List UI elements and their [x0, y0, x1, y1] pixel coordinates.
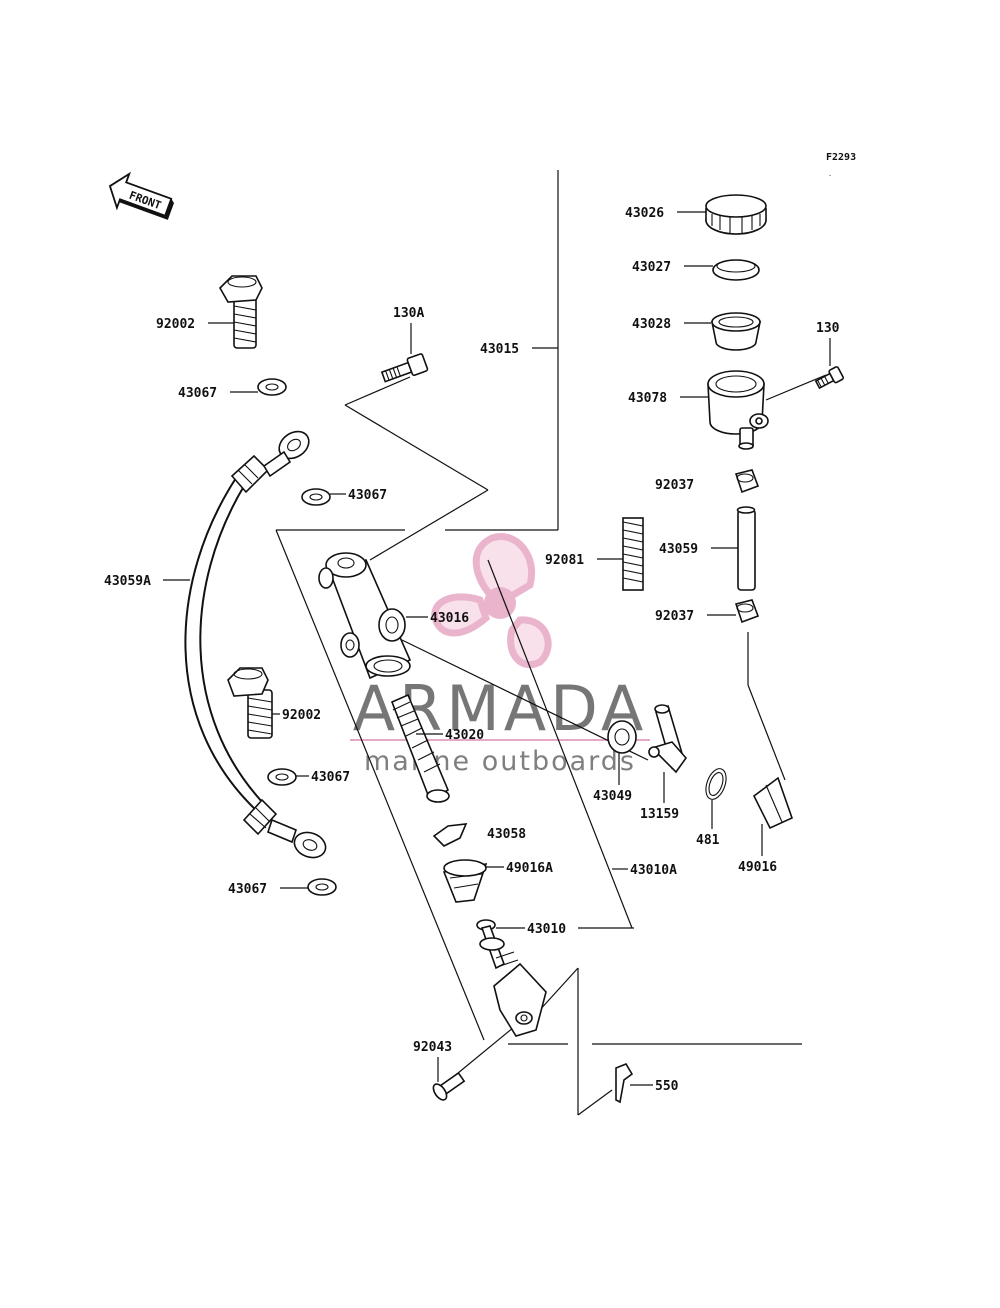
label-92002-top: 92002 — [156, 317, 195, 332]
watermark-tagline: marine outboards — [364, 746, 636, 777]
label-43059: 43059 — [659, 542, 698, 557]
washer-43067-a — [257, 378, 287, 396]
label-481: 481 — [696, 833, 720, 848]
dust-boot-49016A — [442, 859, 488, 903]
label-92081: 92081 — [545, 553, 584, 568]
hose-clamp-92037-bottom — [734, 599, 760, 624]
label-43067-d: 43067 — [228, 882, 267, 897]
label-43020: 43020 — [445, 728, 484, 743]
armada-logo-icon — [431, 533, 552, 669]
label-43049: 43049 — [593, 789, 632, 804]
reservoir-hose-43059 — [736, 506, 756, 591]
label-43026: 43026 — [625, 206, 664, 221]
label-43028: 43028 — [632, 317, 671, 332]
hose-joint-13159 — [648, 704, 688, 774]
assembly-outline — [275, 170, 827, 1116]
label-13159: 13159 — [640, 807, 679, 822]
screw-130 — [814, 366, 844, 390]
figure-dot: . — [829, 169, 831, 178]
piston-kit-43020 — [390, 693, 450, 803]
circlip-481 — [705, 768, 727, 800]
banjo-bolt-92002-top — [219, 275, 263, 349]
diaphragm-43028 — [711, 312, 761, 351]
grommet-43049 — [607, 720, 637, 754]
label-92037-top: 92037 — [655, 478, 694, 493]
boot-49016 — [752, 776, 793, 830]
label-43059A: 43059A — [104, 574, 151, 589]
washer-43067-d — [307, 878, 337, 896]
figure-id: F2293 — [826, 152, 856, 163]
label-550: 550 — [655, 1079, 679, 1094]
label-43067-a: 43067 — [178, 386, 217, 401]
label-49016: 49016 — [738, 860, 777, 875]
part-labels: 43026 43027 43028 43078 130 130A 43015 9… — [104, 206, 840, 1094]
reservoir-tank-43078 — [707, 370, 769, 450]
label-43078: 43078 — [628, 391, 667, 406]
spring-92081 — [622, 517, 644, 591]
label-43016: 43016 — [430, 611, 469, 626]
label-43010: 43010 — [527, 922, 566, 937]
hose-clamp-92037-top — [734, 469, 760, 494]
label-92043: 92043 — [413, 1040, 452, 1055]
banjo-bolt-92002-mid — [227, 667, 273, 739]
bolt-130A — [380, 353, 429, 383]
label-43015: 43015 — [480, 342, 519, 357]
washer-43067-c — [267, 768, 297, 786]
cotter-pin-550 — [615, 1063, 634, 1104]
reservoir-cap-43026 — [705, 194, 767, 235]
label-43067-b: 43067 — [348, 488, 387, 503]
clevis-pin-92043 — [432, 1071, 466, 1101]
master-cylinder-body-43016 — [318, 552, 412, 680]
push-rod-43010 — [476, 919, 547, 1037]
front-arrow-icon: FRONT — [108, 171, 175, 220]
label-92002-mid: 92002 — [282, 708, 321, 723]
label-43058: 43058 — [487, 827, 526, 842]
diaphragm-plate-43027 — [712, 259, 760, 281]
label-43027: 43027 — [632, 260, 671, 275]
label-130: 130 — [816, 321, 840, 336]
label-49016A: 49016A — [506, 861, 553, 876]
retainer-43058 — [432, 823, 468, 847]
washer-43067-b — [301, 488, 331, 506]
label-92037-bottom: 92037 — [655, 609, 694, 624]
label-130A: 130A — [393, 306, 424, 321]
label-43067-c: 43067 — [311, 770, 350, 785]
brake-hose-43059A — [184, 430, 327, 859]
label-43010A: 43010A — [630, 863, 677, 878]
